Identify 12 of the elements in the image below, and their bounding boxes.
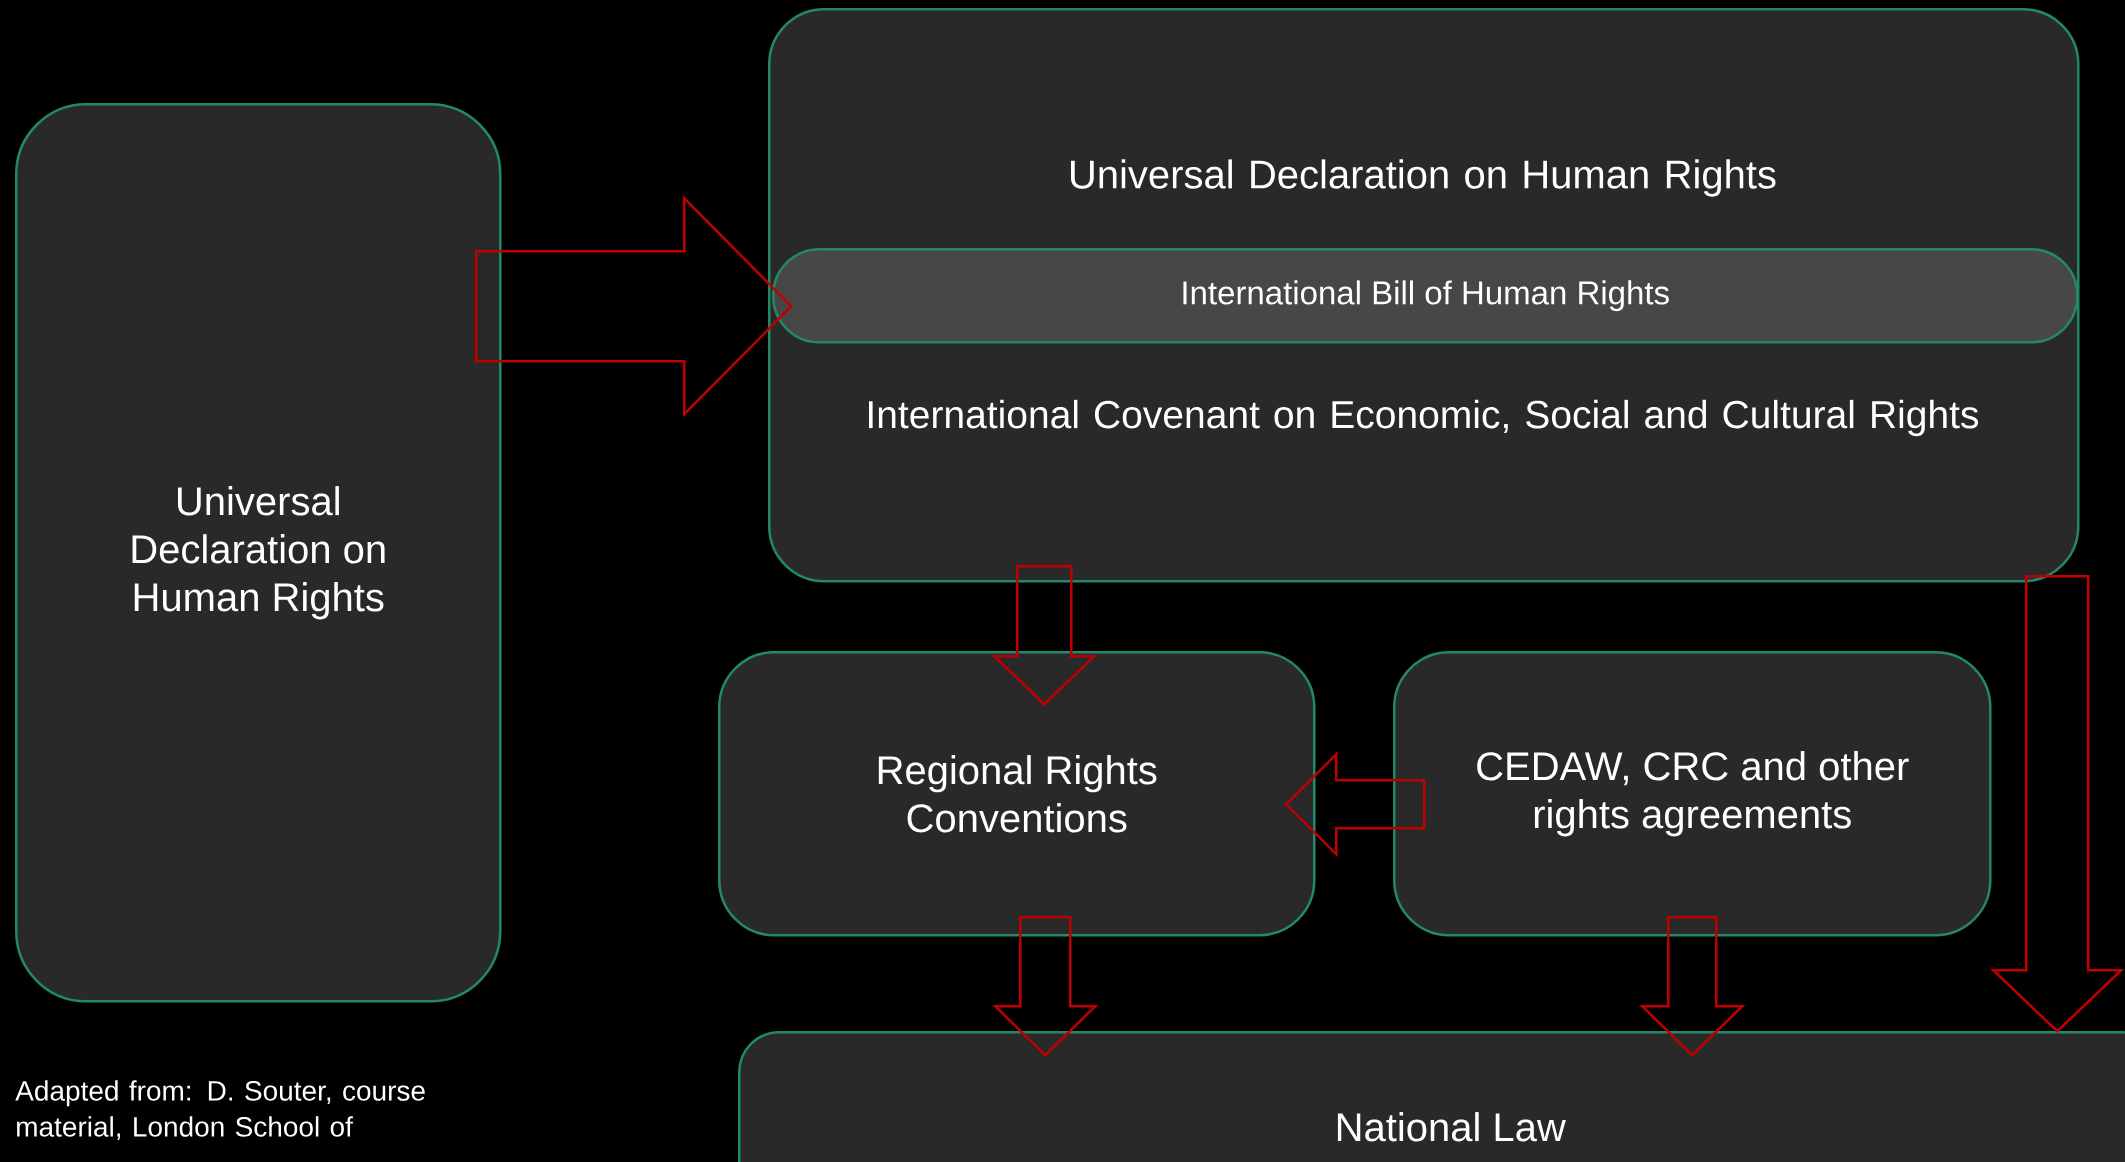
block-arrow xyxy=(1639,916,1746,1057)
block-arrow xyxy=(475,195,793,418)
pill-box: International Bill of Human Rights xyxy=(772,248,2079,344)
rounded-box: CEDAW, CRC and other rights agreements xyxy=(1393,651,1992,937)
rounded-box: National Law xyxy=(738,1031,2125,1162)
block-arrow xyxy=(991,565,1098,706)
block-arrow xyxy=(1990,575,2125,1033)
block-arrow xyxy=(992,916,1099,1057)
rounded-box: Universal Declaration on Human Rights xyxy=(15,103,502,1003)
source-note: Adapted from: D. Souter, course material, London School of xyxy=(15,1080,425,1141)
rounded-box: Regional Rights Conventions xyxy=(718,651,1316,937)
block-arrow xyxy=(1284,751,1426,858)
